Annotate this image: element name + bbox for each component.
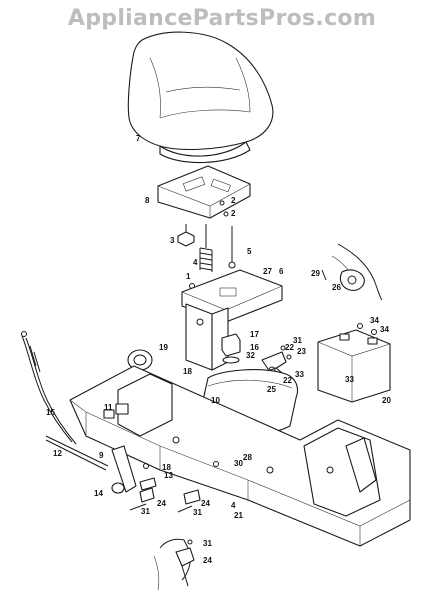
callout-22: 22 [283, 376, 292, 385]
battery [317, 323, 391, 403]
callout-20: 20 [382, 396, 391, 405]
seat-spring [199, 224, 213, 272]
callout-7: 7 [136, 134, 141, 143]
callout-33: 33 [345, 375, 354, 384]
detail-inset-hood-latch [321, 243, 383, 301]
callout-17: 17 [250, 330, 259, 339]
callout-19: 19 [159, 343, 168, 352]
callout-3: 3 [170, 236, 175, 245]
pedal-arm [111, 445, 137, 494]
callout-4: 4 [193, 258, 198, 267]
control-cable [21, 331, 77, 445]
callout-2: 2 [231, 209, 236, 218]
callout-24: 24 [157, 499, 166, 508]
callout-22: 22 [285, 343, 294, 352]
callout-6: 6 [279, 267, 284, 276]
callout-5: 5 [247, 247, 252, 256]
callout-31: 31 [141, 507, 150, 516]
seat [127, 31, 274, 164]
callout-24: 24 [203, 556, 212, 565]
callout-21: 21 [234, 511, 243, 520]
watermark: AppliancePartsPros.com [67, 6, 377, 31]
callout-23: 23 [297, 347, 306, 356]
callout-26: 26 [332, 283, 341, 292]
detail-inset-pedal [153, 538, 195, 591]
seat-pan [157, 165, 251, 219]
callout-8: 8 [145, 196, 150, 205]
callout-30: 30 [234, 459, 243, 468]
callout-9: 9 [99, 451, 104, 460]
callout-34: 34 [380, 325, 389, 334]
seat-support-column [181, 269, 283, 371]
callout-28: 28 [243, 453, 252, 462]
callout-29: 29 [311, 269, 320, 278]
callout-33: 33 [295, 370, 304, 379]
switch-bracket [261, 345, 292, 373]
callout-15: 15 [46, 408, 55, 417]
hardware-parts [129, 461, 219, 513]
main-frame [69, 365, 411, 547]
callout-13: 13 [164, 471, 173, 480]
callout-16: 16 [250, 343, 259, 352]
callout-4: 4 [231, 501, 236, 510]
callout-31: 31 [193, 508, 202, 517]
callout-12: 12 [53, 449, 62, 458]
callout-32: 32 [246, 351, 255, 360]
callout-18: 18 [183, 367, 192, 376]
callout-31: 31 [203, 539, 212, 548]
brake-rod [45, 435, 109, 471]
ignition-switch [221, 333, 241, 364]
callout-31: 31 [293, 336, 302, 345]
callout-1: 1 [186, 272, 191, 281]
callout-18: 18 [162, 463, 171, 472]
callout-27: 27 [263, 267, 272, 276]
seat-adjust-knob [177, 224, 195, 247]
callout-24: 24 [201, 499, 210, 508]
callout-25: 25 [267, 385, 276, 394]
callout-10: 10 [211, 396, 220, 405]
callout-2: 2 [231, 196, 236, 205]
callout-11: 11 [104, 403, 113, 412]
callout-34: 34 [370, 316, 379, 325]
callout-14: 14 [94, 489, 103, 498]
